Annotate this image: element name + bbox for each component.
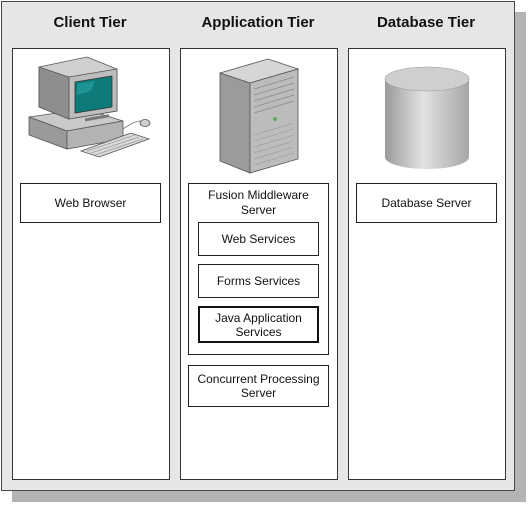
- concurrent-processing-server-box: Concurrent Processing Server: [188, 365, 329, 407]
- client-tier-column: Web Browser: [12, 48, 170, 480]
- fusion-middleware-server-label: Fusion Middleware Server: [208, 188, 309, 217]
- application-tier-title: Application Tier: [201, 14, 315, 31]
- application-tier-column: Fusion Middleware Server Web Services Fo…: [180, 48, 338, 480]
- web-services-box: Web Services: [198, 222, 319, 256]
- java-application-services-box: Java Application Services: [198, 306, 319, 343]
- database-server-box: Database Server: [356, 183, 497, 223]
- desktop-computer-icon: [28, 56, 151, 158]
- database-tier-column: Database Server: [348, 48, 506, 480]
- forms-services-box: Forms Services: [198, 264, 319, 298]
- database-cylinder-icon: [384, 66, 470, 169]
- fusion-middleware-server-container: Fusion Middleware Server Web Services Fo…: [188, 183, 329, 355]
- database-tier-title: Database Tier: [376, 14, 476, 31]
- client-tier-title: Client Tier: [53, 14, 127, 31]
- tower-server-icon: [218, 58, 300, 174]
- web-browser-box: Web Browser: [20, 183, 161, 223]
